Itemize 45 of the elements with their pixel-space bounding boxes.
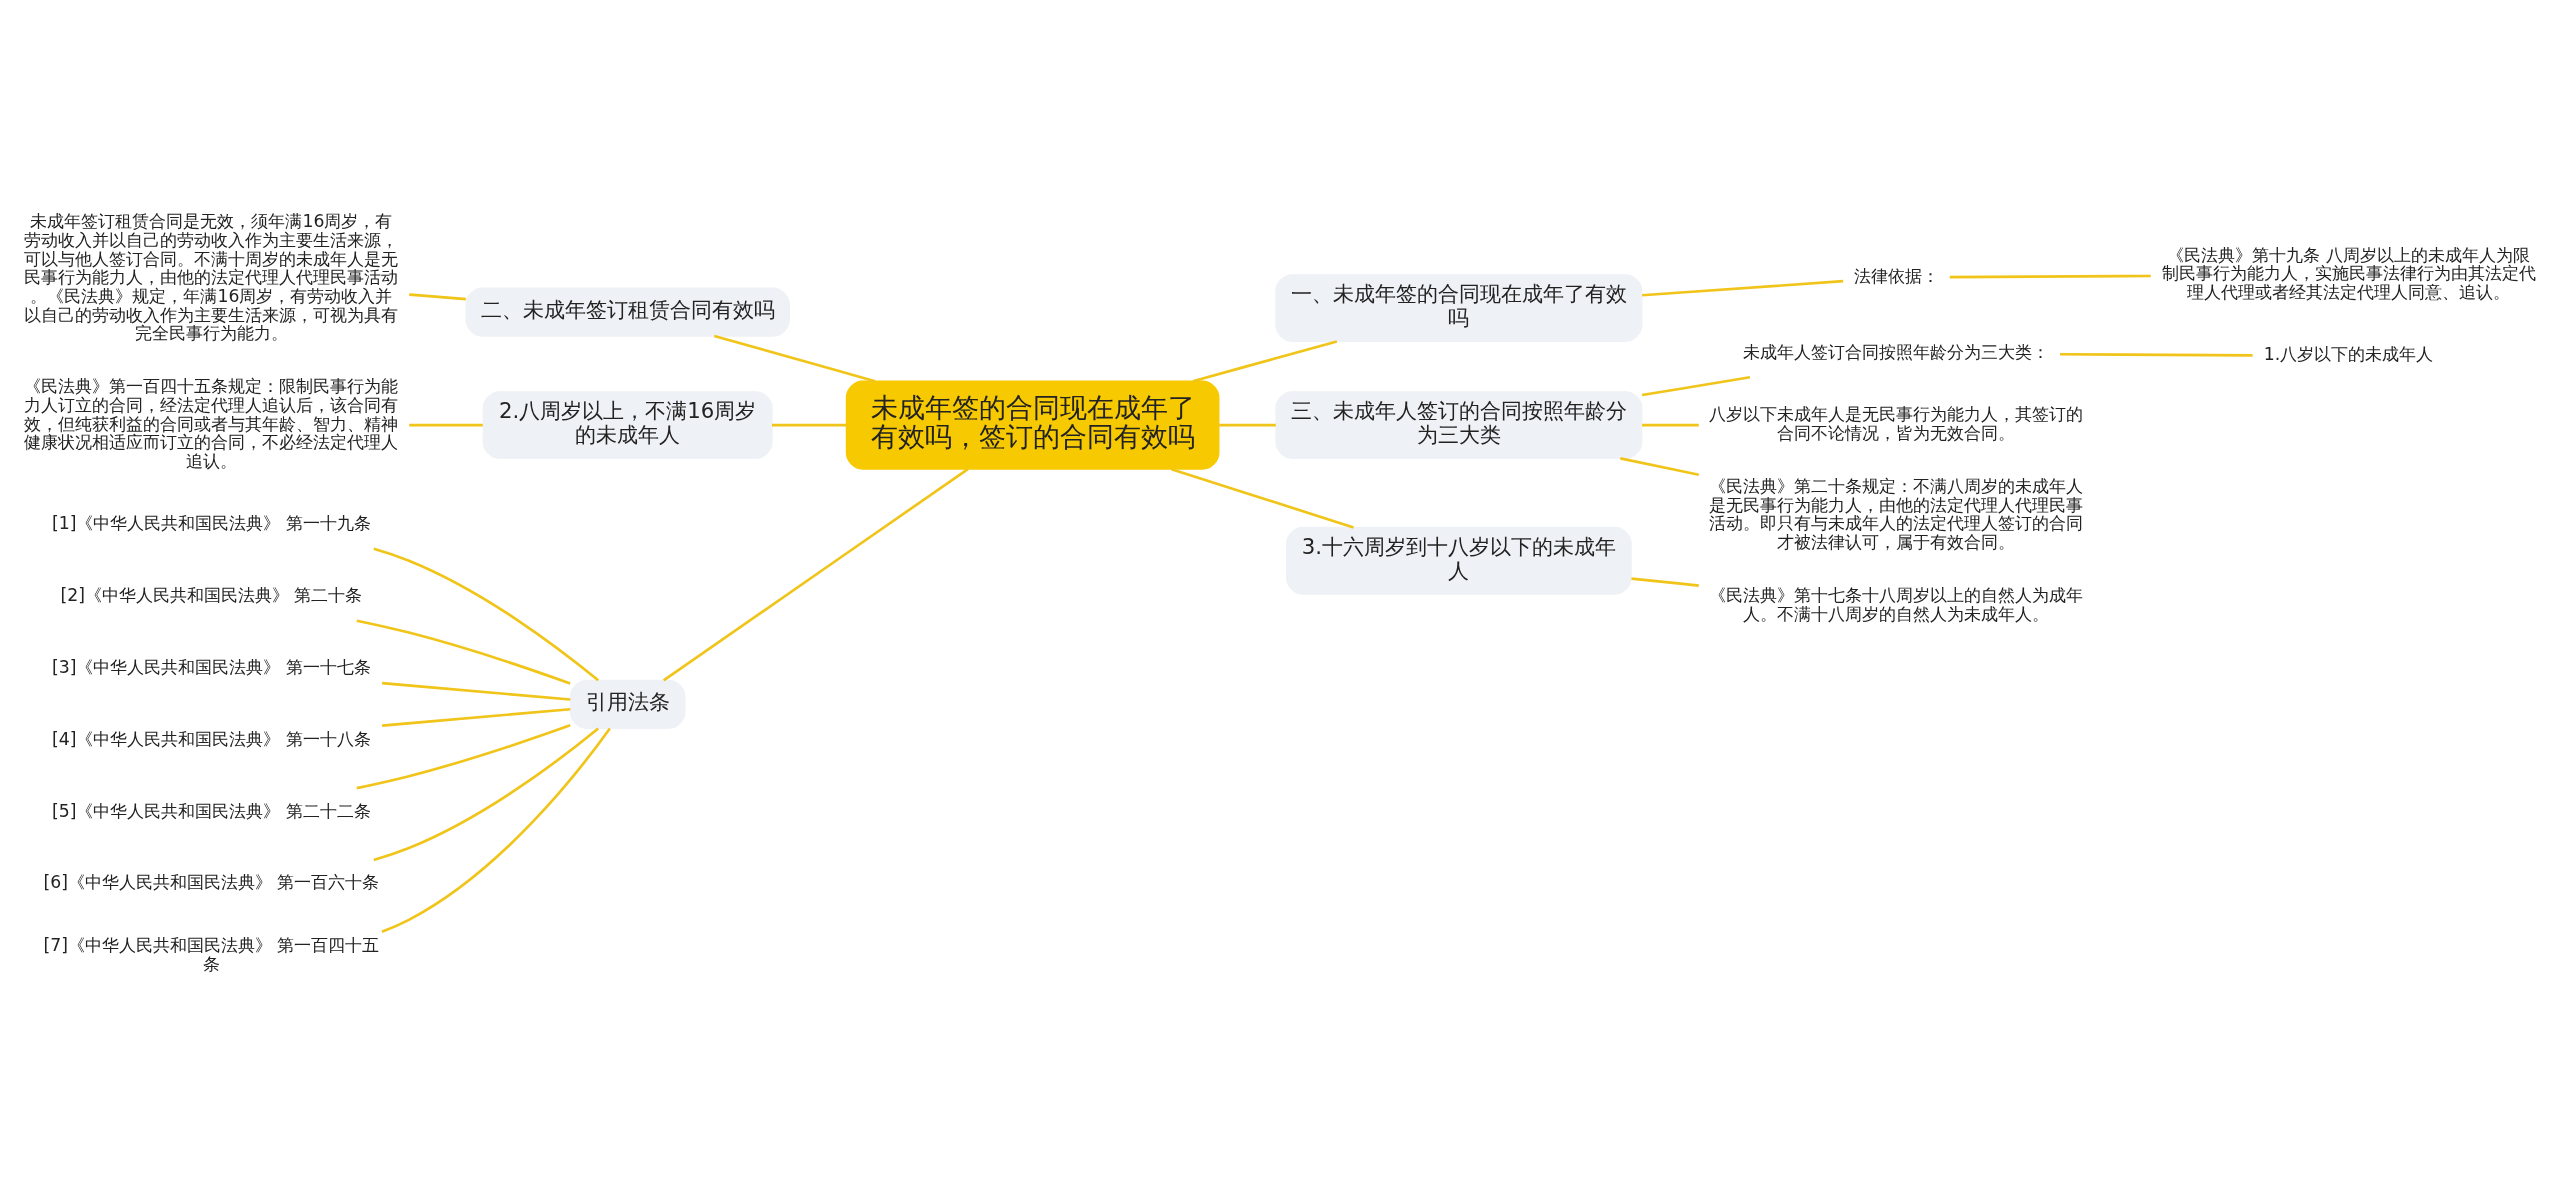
node-box: 2.八周岁以上，不满16周岁的未成年人	[482, 391, 773, 459]
node-text: [1]《中华人民共和国民法典》 第一十九条	[51, 513, 371, 534]
connector	[356, 724, 571, 790]
connector	[356, 619, 571, 685]
connector	[373, 727, 600, 862]
connector	[1641, 375, 1751, 397]
connector	[662, 468, 969, 682]
node-box: 3.十六周岁到十八岁以下的未成年人	[1286, 526, 1632, 595]
node-box: 三、未成年人签订的合同按照年龄分为三大类	[1275, 391, 1643, 459]
node-text: 《民法典》第十九条 八周岁以上的未成年人为限制民事行为能力人，实施民事法律行为由其法定代理人代理或者经其法定代理人同意、追认。	[2161, 244, 2536, 302]
node-text: [5]《中华人民共和国民法典》 第二十二条	[51, 800, 371, 821]
node-text: 法律依据：	[1853, 266, 1939, 286]
node-box: 一、未成年签的合同现在成年了有效吗	[1275, 274, 1643, 342]
connector	[2060, 352, 2253, 357]
node-text: 八岁以下未成年人是无民事行为能力人，其签订的合同不论情况，皆为无效合同。	[1709, 404, 2084, 443]
connector	[713, 334, 876, 383]
node-text: 未成年签订租赁合同是无效，须年满16周岁，有劳动收入并以自己的劳动收入作为主要生活来源，可以与他人签订合同。不满十周岁的未成年人是无民事行为能力人，由他的法定代理人代理民事活动。《民法典》规定，年满16周岁，有劳动收入并以自己的劳动收入作为主要生活来源，可视为具有完全民事行为能力。	[24, 211, 399, 344]
node-text: [2]《中华人民共和国民法典》 第二十条	[60, 585, 363, 606]
node-text: [4]《中华人民共和国民法典》 第一十八条	[51, 728, 371, 749]
connector	[1631, 577, 1699, 587]
connector	[409, 293, 466, 301]
node-text: [7]《中华人民共和国民法典》 第一百四十五条	[43, 934, 380, 974]
node-text: 《民法典》第二十条规定：不满八周岁的未成年人是无民事行为能力人，由他的法定代理人代理民事活动。即只有与未成年人的法定代理人签订的合同才被法律认可，属于有效合同。	[1709, 476, 2084, 552]
connector	[409, 423, 483, 427]
connector	[1642, 423, 1699, 427]
connector	[771, 423, 847, 427]
connector	[1171, 467, 1354, 529]
node-text: [3]《中华人民共和国民法典》 第一十七条	[51, 657, 371, 677]
node-box: 未成年签的合同现在成年了有效吗，签订的合同有效吗	[845, 380, 1220, 470]
connector	[381, 727, 611, 933]
connector	[1642, 279, 1844, 297]
node-text: 《民法典》第十七条十八周岁以上的自然人为成年人。不满十八周岁的自然人为未成年人。	[1709, 585, 2084, 624]
node-text: 1.八岁以下的未成年人	[2263, 344, 2434, 365]
node-text: [6]《中华人民共和国民法典》 第一百六十条	[43, 872, 380, 893]
node-text: 《民法典》第一百四十五条规定：限制民事行为能力人订立的合同，经法定代理人追认后，该合同有效，但纯获利益的合同或者与其年龄、智力、精神健康状况相适应而订立的合同，不必经法定代理人追认。	[24, 376, 399, 471]
node-box: 二、未成年签订租赁合同有效吗	[465, 287, 790, 337]
node-text: 未成年人签订合同按照年龄分为三大类：	[1743, 341, 2050, 362]
connector	[382, 707, 571, 727]
connector	[1620, 457, 1700, 477]
connector	[1219, 423, 1276, 427]
connector	[382, 681, 571, 701]
connector	[373, 547, 600, 682]
connector	[1949, 274, 2151, 279]
node-box: 引用法条	[569, 679, 686, 729]
connector	[1192, 340, 1338, 383]
